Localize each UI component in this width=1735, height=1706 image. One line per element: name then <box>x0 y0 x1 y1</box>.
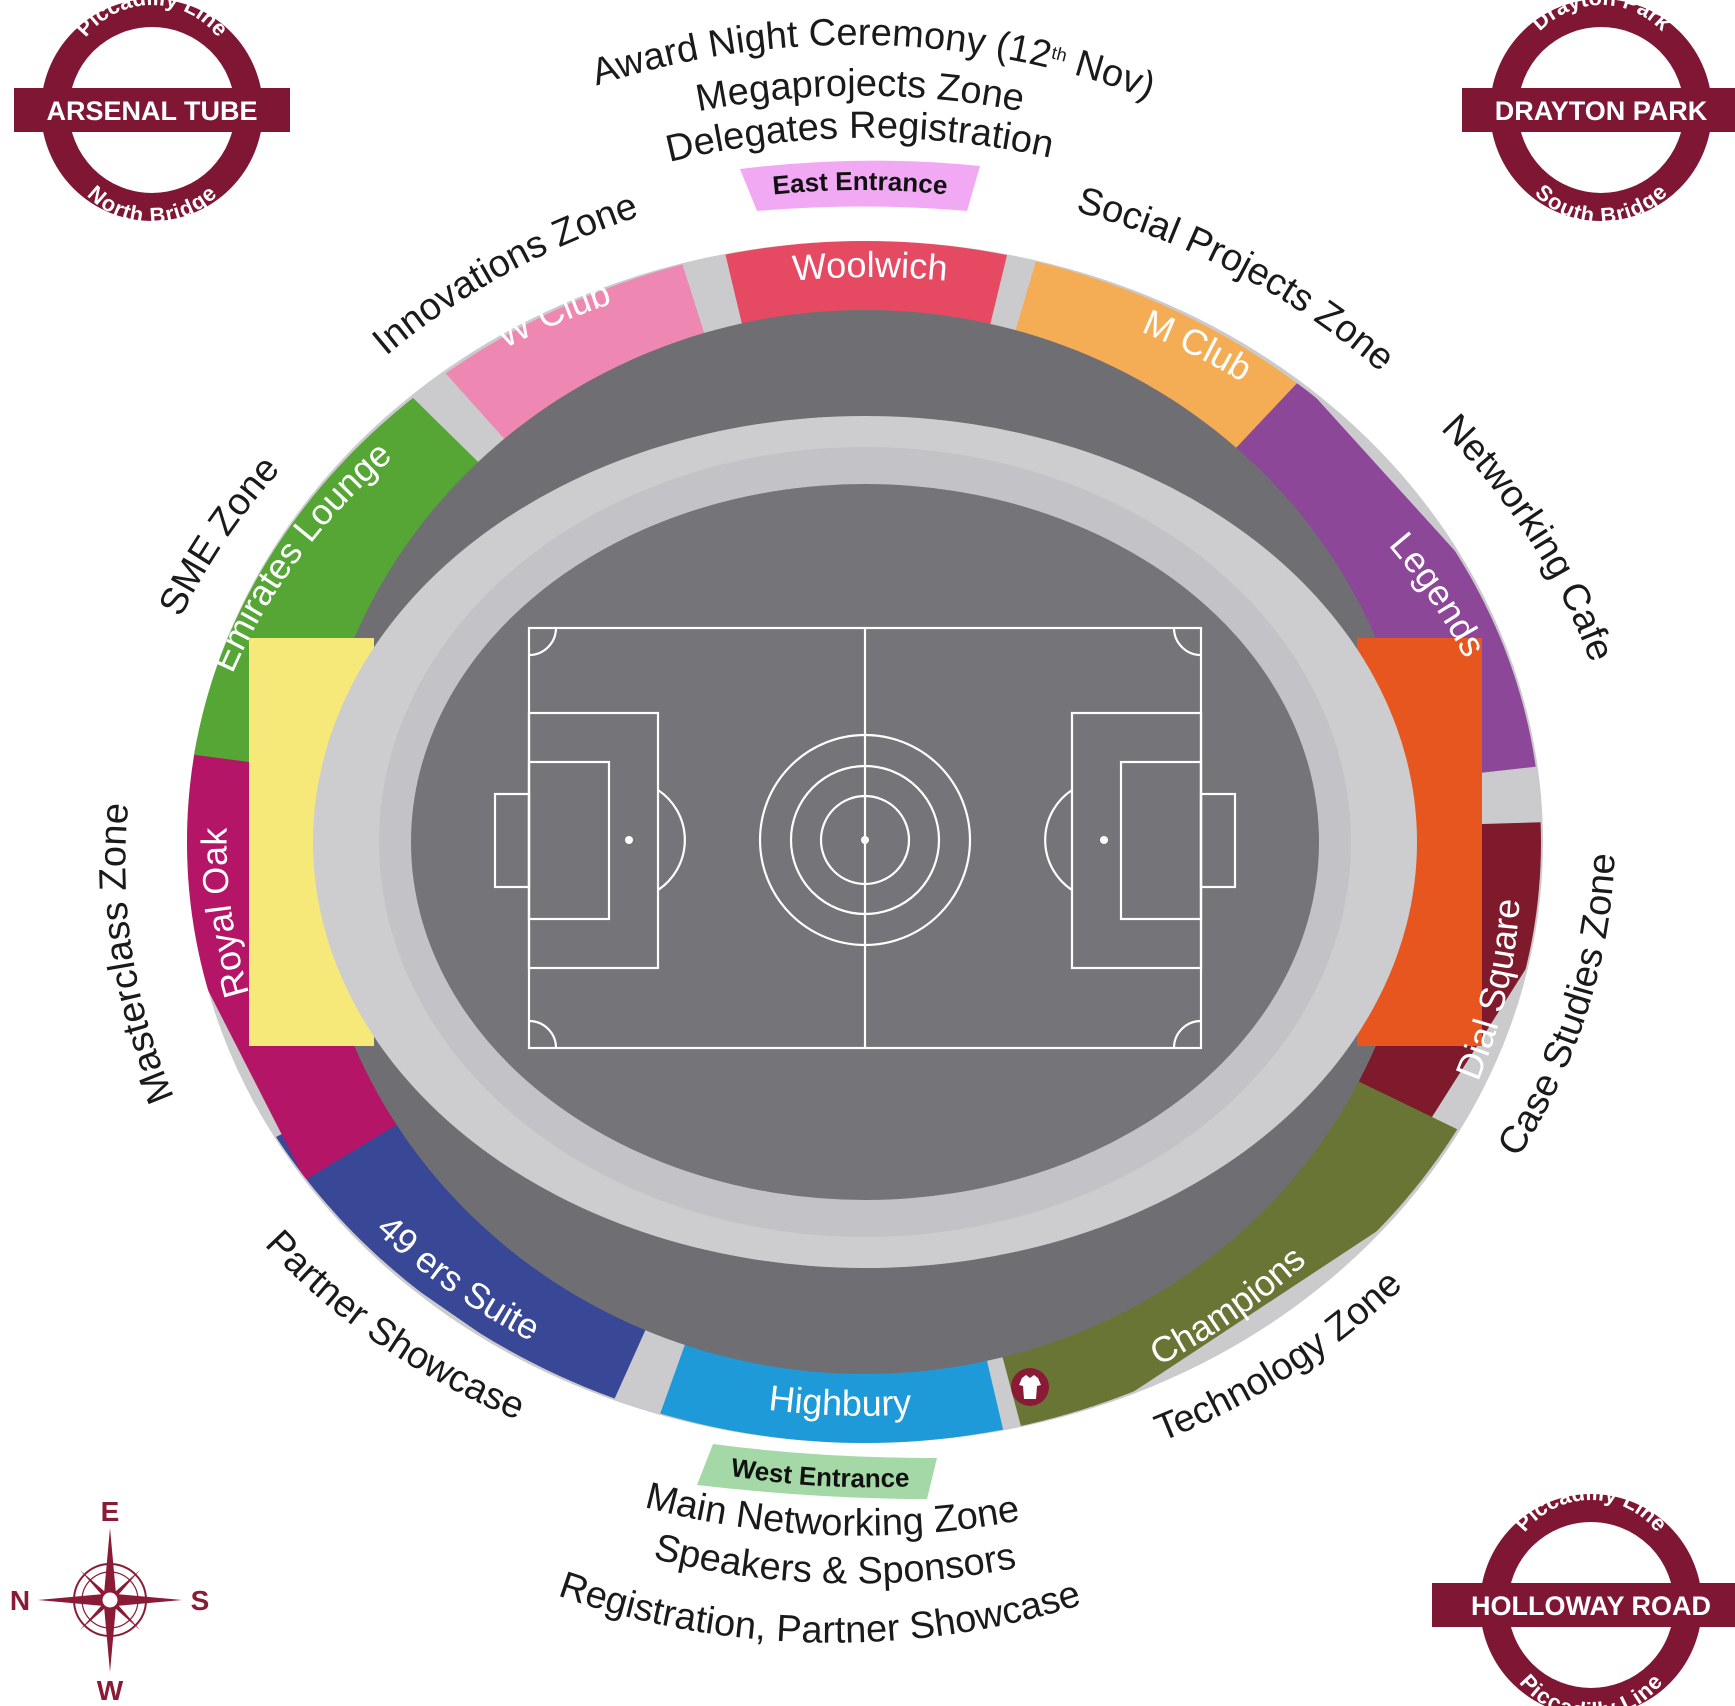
jersey-icon[interactable] <box>1011 1368 1049 1406</box>
station-roundel-holloway[interactable]: HOLLOWAY ROAD Piccadilly Line Piccadilly… <box>1432 1480 1735 1706</box>
station-roundel-drayton[interactable]: DRAYTON PARK Drayton Park South Bridge <box>1462 0 1735 228</box>
station-bridge-drayton: South Bridge <box>1530 179 1671 228</box>
centre-spot <box>861 836 869 844</box>
centre-circle-outer <box>758 733 972 947</box>
compass-east: E <box>101 1496 120 1527</box>
centre-circle-middle <box>789 764 941 916</box>
compass-west: W <box>97 1675 124 1706</box>
station-name-drayton: DRAYTON PARK <box>1495 96 1708 126</box>
corner-arc-tr <box>1172 627 1202 657</box>
compass-north: N <box>10 1585 30 1616</box>
left-penalty-arc <box>657 789 686 891</box>
football-pitch <box>493 626 1237 1050</box>
left-penalty-spot <box>625 836 633 844</box>
right-goal <box>1199 792 1237 889</box>
right-penalty-spot <box>1100 836 1108 844</box>
stand-label-highbury: Highbury <box>767 1377 912 1424</box>
corner-arc-bl <box>528 1019 558 1049</box>
left-goal <box>493 792 531 889</box>
right-penalty-arc <box>1044 789 1073 891</box>
zone-label-masterclass: Masterclass Zone <box>92 801 182 1109</box>
station-name-arsenal: ARSENAL TUBE <box>46 96 257 126</box>
compass-south: S <box>191 1585 210 1616</box>
station-roundel-arsenal[interactable]: ARSENAL TUBE Piccadilly Line North Bridg… <box>14 0 290 228</box>
corner-arc-br <box>1172 1019 1202 1049</box>
station-name-holloway: HOLLOWAY ROAD <box>1471 1591 1711 1621</box>
station-line-holloway-bottom: Piccadilly Line <box>1515 1669 1667 1706</box>
centre-circle-inner <box>819 794 911 886</box>
corner-arc-tl <box>528 627 558 657</box>
east-entrance-tab[interactable] <box>740 160 980 211</box>
east-entrance-label: East Entrance <box>771 166 949 200</box>
compass-rose-icon: E W N S <box>10 1496 209 1706</box>
west-entrance-tab[interactable] <box>697 1444 937 1499</box>
stand-label-woolwich: Woolwich <box>791 244 950 289</box>
station-bridge-arsenal: North Bridge <box>83 180 221 228</box>
